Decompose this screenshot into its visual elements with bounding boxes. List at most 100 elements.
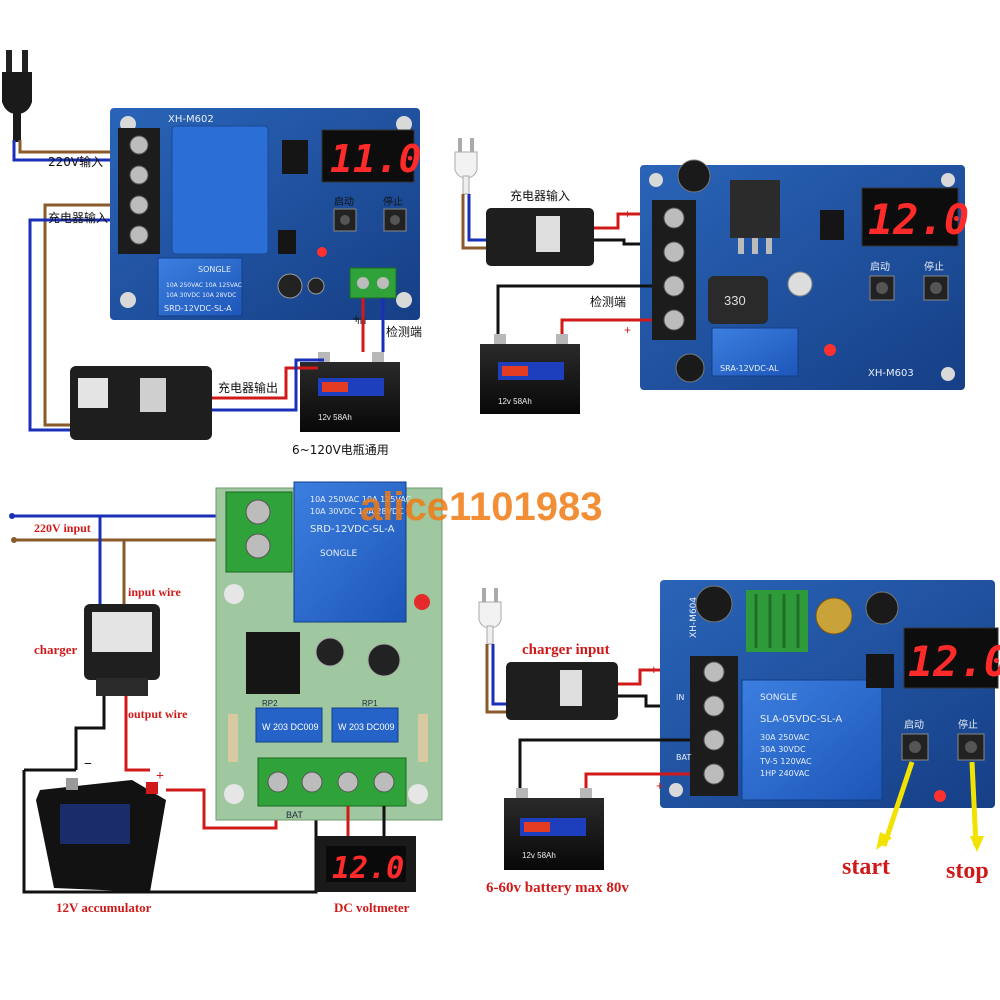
- svg-text:+: +: [624, 323, 631, 337]
- dc-voltmeter: 12.0: [316, 836, 416, 892]
- label-detect: 检测端: [590, 294, 626, 309]
- wire-black: [496, 284, 652, 338]
- svg-text:SONGLE: SONGLE: [198, 265, 231, 274]
- svg-text:SRD-12VDC-SL-A: SRD-12VDC-SL-A: [164, 304, 232, 313]
- regulator-ic: [730, 180, 780, 238]
- wire-red: [560, 318, 652, 338]
- stop-label: 停止: [383, 195, 403, 208]
- display-value: 11.0: [330, 137, 422, 181]
- seven-segment-display: [861, 187, 959, 247]
- svg-text:30A 30VDC: 30A 30VDC: [760, 745, 806, 754]
- detect-terminal: [349, 267, 397, 299]
- svg-text:W 203 DC009: W 203 DC009: [262, 722, 319, 732]
- panel-green-board: 220V input input wire charger output wir…: [9, 481, 602, 915]
- board-model: XH-M604: [689, 597, 699, 638]
- board-model: XH-M602: [168, 114, 214, 125]
- terminal-block: [225, 491, 293, 573]
- relay: [711, 327, 799, 377]
- display-value: 12.0: [908, 637, 1000, 686]
- wire-blue: [212, 358, 324, 412]
- inductor: [815, 597, 853, 635]
- seven-segment-display: [321, 129, 415, 183]
- charger-unit: [84, 604, 160, 696]
- label-charger-input: 充电器输入: [48, 210, 108, 225]
- svg-text:10A 30VDC 10A 28VDC: 10A 30VDC 10A 28VDC: [310, 507, 404, 516]
- wire-red: [594, 212, 652, 230]
- battery-unit: 12v 58Ah: [300, 352, 400, 432]
- charger-unit: [70, 366, 212, 440]
- stop-label-cn: 停止: [958, 718, 978, 731]
- panel-xh-m604: charger input + XH-M604 IN BAT SONGLE S: [478, 580, 1000, 896]
- svg-text:30A 250VAC: 30A 250VAC: [760, 733, 810, 742]
- potentiometer-rp2[interactable]: W 203 DC009: [255, 707, 323, 743]
- label-220v-input: 220V输入: [48, 154, 103, 169]
- wire-black: [594, 238, 652, 246]
- label-start: start: [842, 854, 890, 880]
- capacitor: [677, 159, 711, 193]
- svg-text:+: +: [656, 778, 664, 793]
- panel-xh-m603: 充电器输入 + XH-M603 330 SRA-12VDC-AL 12.0: [454, 138, 969, 414]
- svg-text:12v 58Ah: 12v 58Ah: [498, 397, 532, 406]
- relay: 10A 250VAC 10A 125VAC 10A 30VDC 10A 28VD…: [293, 481, 412, 623]
- svg-text:W 203 DC009: W 203 DC009: [338, 722, 395, 732]
- svg-text:SONGLE: SONGLE: [760, 693, 798, 703]
- wire-black: [74, 696, 106, 770]
- svg-text:TV-5 120VAC: TV-5 120VAC: [759, 757, 812, 766]
- svg-text:+: +: [156, 769, 164, 784]
- svg-text:IN: IN: [676, 693, 684, 702]
- svg-text:10A 250VAC 10A 125VAC: 10A 250VAC 10A 125VAC: [166, 282, 242, 289]
- start-label: 启动: [334, 195, 354, 208]
- svg-text:RP2: RP2: [262, 699, 278, 708]
- label-stop: stop: [946, 858, 989, 884]
- capacitor: [315, 637, 345, 667]
- mount-hole: [396, 116, 412, 132]
- capacitor: [865, 591, 899, 625]
- potentiometer-rp1[interactable]: W 203 DC009: [331, 707, 399, 743]
- label-accumulator: 12V accumulator: [56, 900, 152, 915]
- plug-icon: [454, 138, 478, 195]
- svg-text:10A 250VAC 10A 125VAC: 10A 250VAC 10A 125VAC: [310, 495, 412, 504]
- start-label-cn: 启动: [904, 718, 924, 731]
- resistor: [228, 714, 238, 762]
- mount-hole: [120, 292, 136, 308]
- ic-chip: [282, 140, 308, 174]
- battery-unit: 12v 58Ah: [504, 788, 604, 870]
- label-battery: 6-60v battery max 80v: [486, 880, 629, 896]
- led-indicator: [317, 247, 327, 257]
- bat-terminal-block: [257, 757, 407, 807]
- capacitor: [675, 353, 705, 383]
- resistor: [418, 714, 428, 762]
- svg-text:−: −: [84, 757, 92, 772]
- relay: SONGLE SLA-05VDC-SL-A 30A 250VAC 30A 30V…: [741, 679, 883, 801]
- capacitor: [277, 273, 303, 299]
- label-detect: 检测端: [386, 324, 422, 339]
- label-charger-input: 充电器输入: [510, 188, 570, 203]
- svg-text:+: +: [352, 314, 360, 325]
- label-output-wire: output wire: [128, 707, 188, 721]
- wire-blue: [12, 140, 128, 162]
- label-input-wire: input wire: [128, 585, 181, 599]
- inductor: [708, 276, 768, 324]
- svg-text:SONGLE: SONGLE: [320, 549, 358, 559]
- label-dc-voltmeter: DC voltmeter: [334, 900, 410, 915]
- svg-text:SRD-12VDC-SL-A: SRD-12VDC-SL-A: [310, 524, 395, 535]
- label-battery: 6~120V电瓶通用: [292, 443, 389, 457]
- terminal-block: [118, 128, 160, 254]
- svg-text:SLA-05VDC-SL-A: SLA-05VDC-SL-A: [760, 714, 842, 725]
- svg-text:1HP 240VAC: 1HP 240VAC: [760, 769, 810, 778]
- label-charger: charger: [34, 642, 78, 657]
- stop-label: 停止: [924, 260, 944, 273]
- svg-text:BAT: BAT: [676, 753, 691, 762]
- svg-text:330: 330: [724, 293, 746, 308]
- terminal-block: [652, 200, 696, 340]
- wire-blue: [491, 644, 506, 706]
- svg-text:SRA-12VDC-AL: SRA-12VDC-AL: [720, 364, 779, 373]
- wire-brown: [461, 194, 486, 250]
- svg-text:10A 30VDC 10A 28VDC: 10A 30VDC 10A 28VDC: [166, 292, 236, 299]
- svg-text:12v 58Ah: 12v 58Ah: [318, 413, 352, 422]
- panel-xh-m602: XH-M602 SONGLE 10A 250VAC 10A 125VAC 10A…: [2, 50, 422, 457]
- label-charger-input: charger input: [522, 642, 610, 658]
- arrow-stop: [969, 761, 979, 847]
- wire-blue: [467, 194, 486, 242]
